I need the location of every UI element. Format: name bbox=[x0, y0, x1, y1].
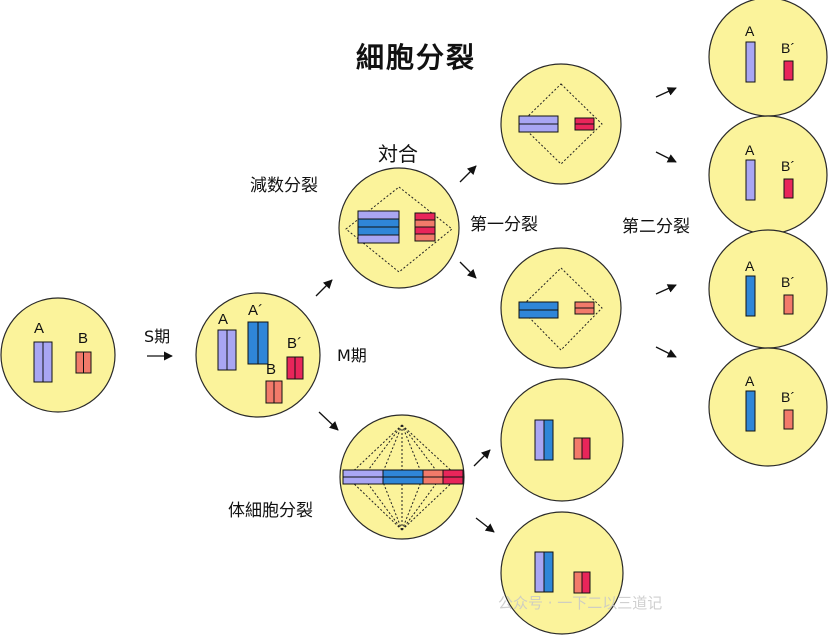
arrow-gamete-2 bbox=[655, 151, 677, 163]
chr-label-a-gamete-4: A bbox=[745, 373, 755, 389]
cell-gamete-4 bbox=[708, 347, 828, 467]
cell-gamete-1 bbox=[708, 0, 828, 117]
chr-label-b-original: B bbox=[78, 330, 89, 347]
arrow-gamete-3 bbox=[655, 284, 677, 295]
arrow-meiosis-one-up bbox=[459, 165, 477, 183]
arrows bbox=[147, 87, 677, 533]
chromosome-b-daughter-bottom-2 bbox=[581, 571, 591, 594]
cell-original bbox=[0, 297, 116, 413]
chromosome-a-daughter-top-1 bbox=[534, 419, 545, 461]
pair-b-meiosis-one-bottom bbox=[574, 301, 595, 315]
arrow-meiosis-one-down bbox=[459, 261, 477, 279]
spindle-meiosis-one-bottom bbox=[519, 267, 603, 351]
cell-gamete-2 bbox=[708, 115, 828, 235]
chr-label-a-original: A bbox=[34, 320, 45, 337]
chromosomes bbox=[33, 41, 794, 594]
chr-label-a-gamete-1: A bbox=[745, 23, 755, 39]
chr-label-a-prime-duplicated: A´ bbox=[248, 302, 263, 319]
arrow-to-synapsis bbox=[315, 279, 333, 297]
label-mitosis: 体細胞分裂 bbox=[228, 501, 313, 521]
label-second-division: 第二分裂 bbox=[622, 217, 690, 237]
spindle-mitosis bbox=[346, 424, 459, 531]
pair-a-meiosis-one-bottom bbox=[518, 301, 559, 319]
chromosome-b-daughter-bottom-1 bbox=[573, 571, 583, 594]
chromosome-a-daughter-top-2 bbox=[543, 419, 554, 461]
label-s-phase: S期 bbox=[144, 327, 171, 346]
label-first-division: 第一分裂 bbox=[470, 215, 538, 235]
diagram-title: 細胞分裂 bbox=[356, 41, 477, 74]
arrow-gamete-4 bbox=[655, 346, 677, 358]
chr-label-b-prime-gamete-2: B´ bbox=[781, 158, 795, 174]
chromosome-a-gamete-4 bbox=[745, 390, 756, 432]
chromosome-b-prime-gamete-2 bbox=[783, 178, 794, 199]
cell-meiosis-one-top bbox=[500, 63, 622, 185]
chr-label-a-gamete-2: A bbox=[745, 142, 755, 158]
cell-gamete-3 bbox=[708, 229, 828, 349]
chromosome-b-prime-gamete-4 bbox=[783, 409, 794, 430]
arrow-mitosis-up bbox=[473, 449, 491, 467]
chromosome-b-daughter-top-2 bbox=[581, 437, 591, 460]
label-meiosis: 減数分裂 bbox=[250, 176, 318, 196]
chromosome-b-daughter-top-1 bbox=[573, 437, 583, 460]
arrow-mitosis-down bbox=[475, 517, 495, 533]
chromosome-b-prime-gamete-1 bbox=[783, 60, 794, 81]
chromosome-a-gamete-1 bbox=[745, 41, 756, 83]
cell-mitosis-daughter-bottom bbox=[500, 511, 624, 635]
label-m-phase: M期 bbox=[337, 346, 367, 365]
chromosome-a-gamete-3 bbox=[745, 275, 756, 317]
cell-meiosis-one-bottom bbox=[500, 247, 622, 369]
chromosome-a-daughter-bottom-2 bbox=[543, 551, 554, 593]
chr-label-a-duplicated: A bbox=[218, 311, 229, 328]
tetrad-b bbox=[414, 212, 436, 242]
pair-b-meiosis-one-top bbox=[574, 117, 595, 131]
chromosome-a-gamete-2 bbox=[745, 159, 756, 201]
chromosome-b-prime-gamete-3 bbox=[783, 294, 794, 315]
arrow-to-mitosis bbox=[318, 411, 339, 431]
arrow-gamete-1 bbox=[655, 87, 677, 98]
label-synapsis: 対合 bbox=[378, 142, 418, 166]
chr-label-b-prime-gamete-4: B´ bbox=[781, 389, 795, 405]
chr-label-b-prime-gamete-1: B´ bbox=[781, 40, 795, 56]
chromosome-a-daughter-bottom-1 bbox=[534, 551, 545, 593]
chr-label-b-prime-duplicated: B´ bbox=[287, 335, 302, 352]
chr-label-b-duplicated: B bbox=[266, 361, 277, 378]
watermark: 公众号 · 一下二以三道记 bbox=[498, 594, 663, 612]
metaphase-plate bbox=[342, 469, 464, 485]
chr-label-a-gamete-3: A bbox=[745, 258, 755, 274]
chr-label-b-prime-gamete-3: B´ bbox=[781, 274, 795, 290]
pair-a-meiosis-one-top bbox=[518, 115, 559, 133]
tetrad-a bbox=[357, 210, 400, 244]
cell-mitosis-daughter-top bbox=[500, 378, 624, 502]
